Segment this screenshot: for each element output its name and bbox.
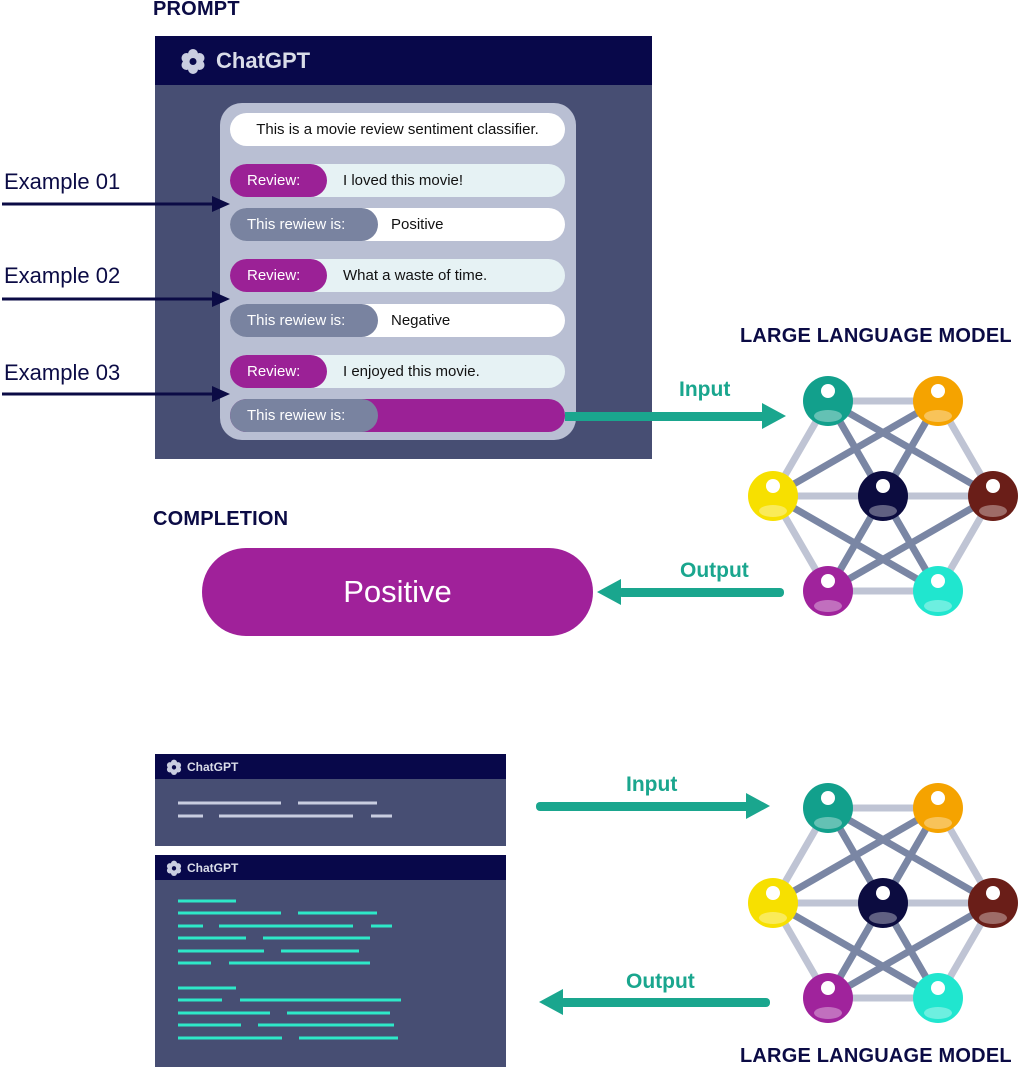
model-heading-bottom: LARGE LANGUAGE MODEL [740, 1045, 1012, 1067]
network-node-br [913, 973, 963, 1023]
chatgpt-logo-icon [166, 759, 182, 775]
network-node-tl [803, 783, 853, 833]
output-arrow-top [597, 579, 784, 605]
review-text-3: I enjoyed this movie. [343, 363, 480, 380]
chatgpt-logo-icon [181, 48, 205, 74]
example-label-3: Example 03 [4, 360, 121, 385]
chat-window-small-2: ChatGPT [155, 855, 506, 1067]
completion-value: Positive [343, 574, 452, 609]
network-node-bl [803, 566, 853, 616]
review-text-2: What a waste of time. [343, 267, 488, 284]
small-window-2-title: ChatGPT [187, 860, 239, 875]
neural-network-bottom [748, 783, 1018, 1023]
prompt-heading: PROMPT [153, 0, 240, 20]
arrowhead-icon [212, 291, 230, 307]
network-edge [771, 492, 940, 595]
chat-window-small-2-titlebar: ChatGPT [155, 855, 506, 880]
sentiment-text-1: Positive [391, 216, 444, 233]
chat-window-titlebar: ChatGPT [155, 36, 652, 85]
example-label-2: Example 02 [4, 263, 121, 288]
small-window-1-title: ChatGPT [187, 759, 239, 774]
sentiment-tag-1: This rewiew is: [230, 208, 378, 241]
chat-window-small-1-body [155, 779, 506, 846]
small-window-2-lines [178, 899, 401, 1040]
network-edge [771, 397, 940, 500]
review-row-3: Review: I enjoyed this movie. [230, 355, 565, 388]
output-label-bottom: Output [626, 970, 695, 993]
review-text-1: I loved this movie! [343, 172, 464, 189]
review-row-2: Review: What a waste of time. [230, 259, 565, 292]
network-edge [826, 492, 995, 595]
example-label-1: Example 01 [4, 169, 121, 194]
network-node-l [748, 471, 798, 521]
app-title: ChatGPT [216, 47, 311, 73]
instruction-pill: This is a movie review sentiment classif… [230, 113, 565, 146]
network-node-br [913, 566, 963, 616]
network-node-r [968, 878, 1018, 928]
small-window-1-lines [178, 801, 392, 818]
arrowhead-icon [212, 386, 230, 402]
input-label-top: Input [679, 378, 731, 401]
network-node-r [968, 471, 1018, 521]
chatgpt-logo-icon [166, 860, 182, 876]
network-node-l [748, 878, 798, 928]
network-node-bl [803, 973, 853, 1023]
network-edge [826, 899, 995, 1002]
review-row-1: Review: I loved this movie! [230, 164, 565, 197]
instruction-text: This is a movie review sentiment classif… [256, 121, 539, 138]
sentiment-tag-2: This rewiew is: [230, 304, 378, 337]
output-arrow-bottom [539, 989, 770, 1015]
model-heading-top: LARGE LANGUAGE MODEL [740, 325, 1012, 347]
input-arrow-top [565, 403, 786, 429]
review-tag-1: Review: [230, 164, 327, 197]
sentiment-text-2: Negative [391, 312, 451, 329]
sentiment-row-1: This rewiew is: Positive [230, 208, 565, 241]
neural-network-top [748, 376, 1018, 616]
input-arrow-bottom [536, 793, 770, 819]
network-node-tr [913, 783, 963, 833]
sentiment-tag-3: This rewiew is: [230, 399, 378, 432]
network-node-tl [803, 376, 853, 426]
input-label-bottom: Input [626, 773, 678, 796]
chat-window-small-1: ChatGPT [155, 754, 506, 846]
sentiment-row-2: This rewiew is: Negative [230, 304, 565, 337]
review-tag-3: Review: [230, 355, 327, 388]
chat-window-small-2-body [155, 880, 506, 1067]
example-arrows [2, 202, 213, 396]
network-edge [771, 804, 940, 907]
network-node-tr [913, 376, 963, 426]
chat-window-small-1-titlebar: ChatGPT [155, 754, 506, 779]
arrowhead-icon [212, 196, 230, 212]
completion-heading: COMPLETION [153, 508, 289, 530]
review-tag-2: Review: [230, 259, 327, 292]
network-edge [771, 899, 940, 1002]
network-node-m [858, 471, 908, 521]
output-label-top: Output [680, 559, 749, 582]
completion-pill: Positive [202, 548, 593, 636]
network-node-m [858, 878, 908, 928]
sentiment-row-3: This rewiew is: [230, 399, 565, 432]
